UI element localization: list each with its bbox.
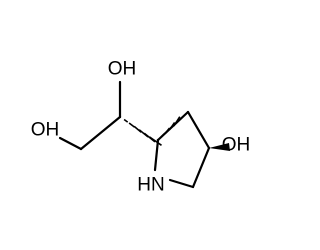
atom-label-oh-left: OH [31,120,60,141]
wedge-bond-oh [209,143,230,151]
atom-label-nh: HN [137,175,164,196]
hashed-wedge-bond [119,116,162,146]
atom-label-oh-right: OH [222,135,250,156]
bond-ring-c2-n [168,178,195,189]
atom-label-oh-top: OH [108,59,137,80]
bond-ch2oh-o [58,136,83,151]
bond-ch2-chiral [79,115,122,151]
hashed-wedge-ring-bond [156,116,181,142]
bond-ring-c4-c3 [186,110,211,150]
bond-ring-c3-c2 [191,146,211,189]
molecule-structure: OH OH OH HN [31,59,250,196]
bond-ring-n-c5 [153,138,160,172]
